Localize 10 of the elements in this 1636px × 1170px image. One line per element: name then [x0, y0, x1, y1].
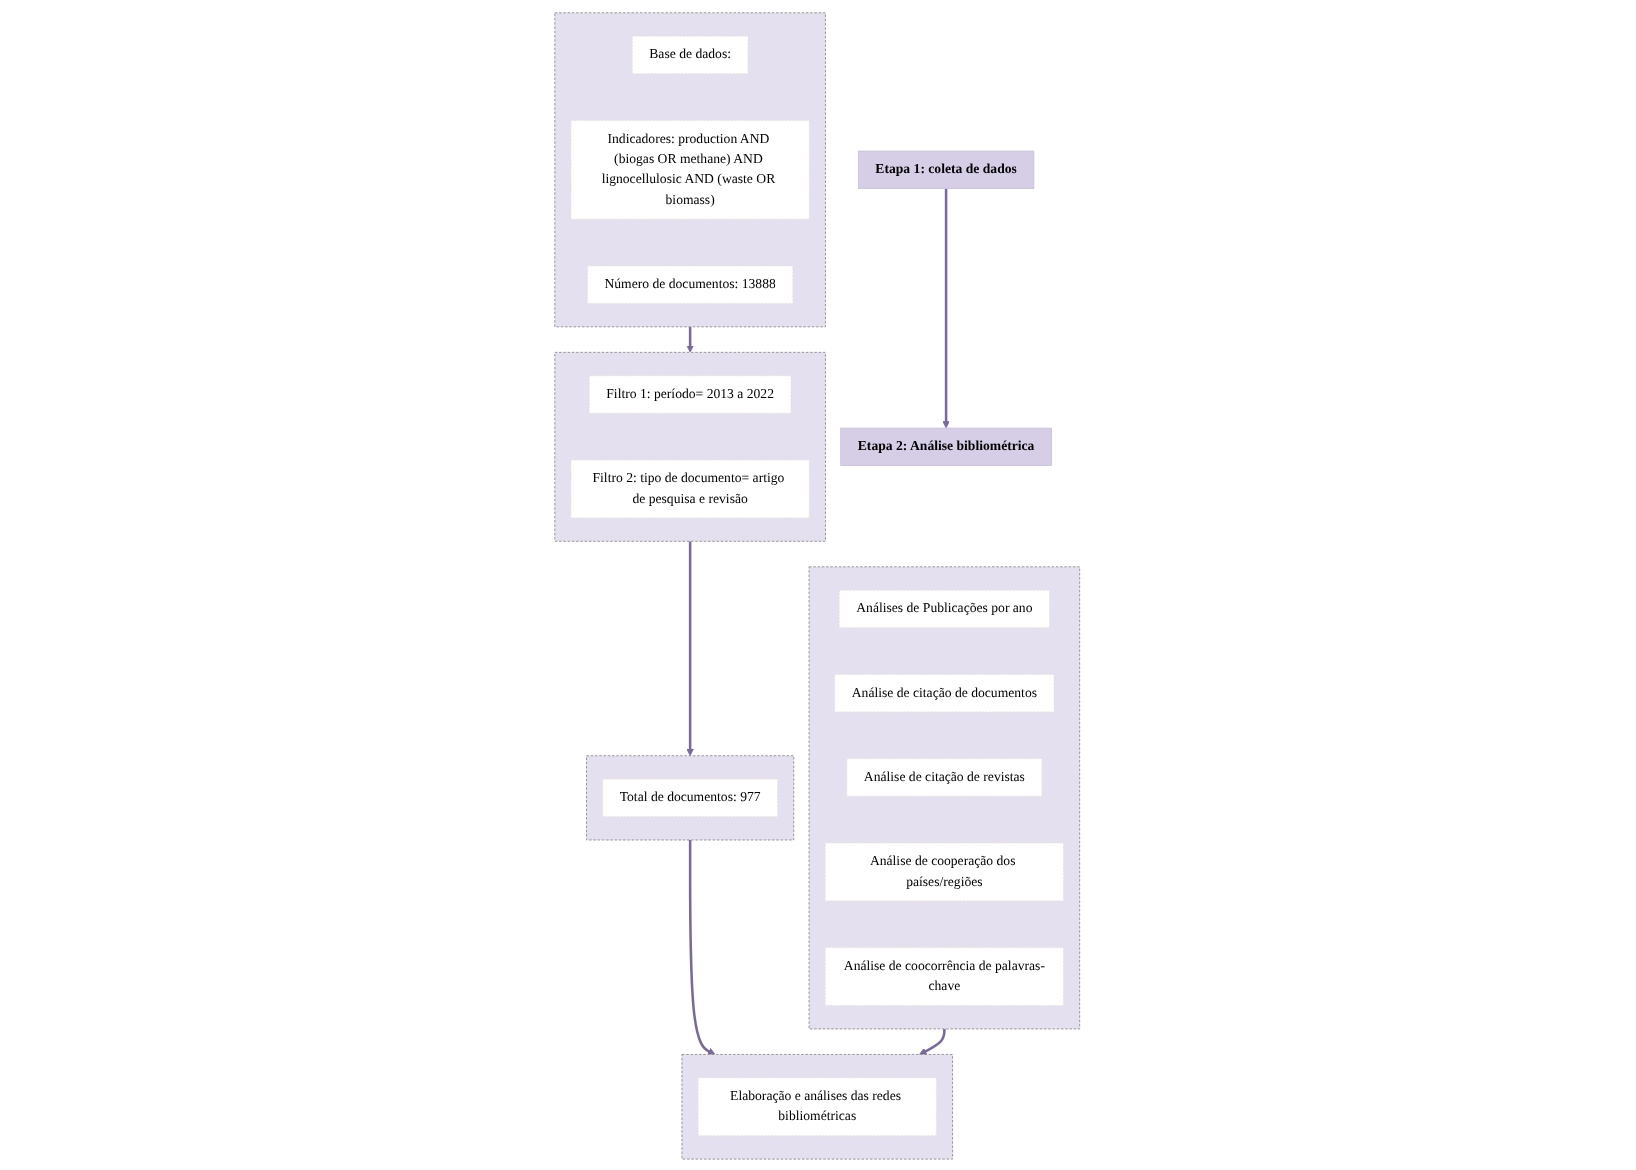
- arrow: [919, 1027, 947, 1054]
- cluster: [809, 565, 1081, 1029]
- arrow: [687, 540, 695, 756]
- arrow: [687, 325, 695, 352]
- cluster: [555, 350, 827, 541]
- cluster: [586, 754, 795, 840]
- cluster: [555, 11, 827, 327]
- cluster: [682, 1053, 954, 1159]
- arrow: [943, 187, 951, 428]
- arrow: [689, 839, 717, 1054]
